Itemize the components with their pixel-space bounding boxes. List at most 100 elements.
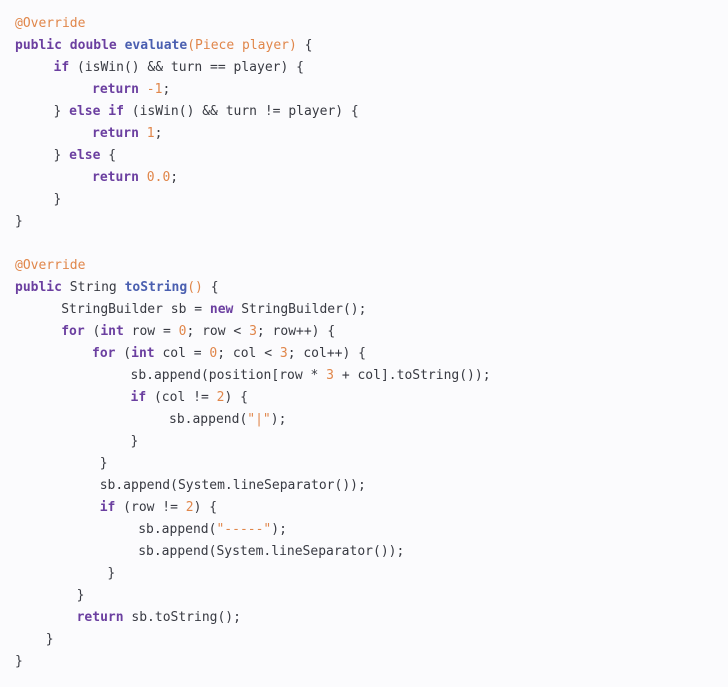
- code-token: );: [271, 522, 287, 537]
- code-line: public double evaluate(Piece player) {: [15, 35, 312, 57]
- code-token: row =: [123, 324, 179, 339]
- code-token: [117, 38, 125, 53]
- code-token: if: [99, 500, 116, 515]
- code-token: return: [92, 126, 139, 141]
- code-line: if (isWin() && turn == player) {: [54, 57, 304, 79]
- code-token: Piece player: [195, 38, 289, 53]
- code-token: }: [53, 104, 70, 119]
- code-token: ; col <: [217, 346, 280, 361]
- code-token: 2: [185, 500, 194, 515]
- code-token: for: [61, 324, 85, 339]
- code-token: (: [84, 324, 101, 339]
- code-token: }: [15, 654, 23, 669]
- code-line: }: [100, 453, 108, 475]
- code-token: [139, 126, 147, 141]
- code-token: if: [53, 60, 70, 75]
- code-token: 2: [216, 390, 225, 405]
- code-token: 0: [178, 324, 187, 339]
- code-token: @Override: [15, 16, 86, 31]
- code-token: -1: [146, 82, 163, 97]
- code-line: }: [15, 211, 23, 233]
- code-token: else: [69, 148, 101, 163]
- code-line: StringBuilder sb = new StringBuilder();: [61, 299, 366, 321]
- code-token: ; row++) {: [256, 324, 336, 339]
- code-token: }: [53, 148, 70, 163]
- code-token: return: [76, 610, 124, 625]
- code-line: return 1;: [92, 123, 162, 145]
- code-token: new: [209, 302, 234, 317]
- code-token: sb.toString();: [123, 610, 241, 625]
- code-line: }: [77, 585, 85, 607]
- code-token: @Override: [15, 258, 86, 273]
- code-token: }: [15, 214, 23, 229]
- code-token: );: [270, 412, 287, 427]
- code-line: return 0.0;: [92, 167, 178, 189]
- code-token: }: [99, 456, 108, 471]
- code-token: }: [53, 192, 62, 207]
- code-token: public: [15, 38, 62, 53]
- code-line: }: [15, 651, 23, 673]
- code-line: @Override: [15, 255, 85, 277]
- code-token: (isWin() && turn == player) {: [69, 60, 304, 75]
- code-token: 0: [209, 346, 218, 361]
- code-line: sb.append(System.lineSeparator());: [100, 475, 366, 497]
- code-token: return: [92, 170, 139, 185]
- code-line: if (row != 2) {: [100, 497, 217, 519]
- code-token: sb.append(System.lineSeparator());: [99, 478, 366, 493]
- code-token: (col !=: [146, 390, 217, 405]
- code-token: ): [288, 38, 297, 53]
- code-token: String: [61, 280, 125, 295]
- code-token: for: [92, 346, 116, 361]
- code-line: return sb.toString();: [77, 607, 241, 629]
- code-line: }: [107, 563, 115, 585]
- code-token: double: [69, 38, 117, 53]
- code-token: evaluate: [124, 38, 188, 53]
- code-token: [139, 170, 147, 185]
- code-token: 3: [326, 368, 334, 383]
- code-line: sb.append("-----");: [138, 519, 287, 541]
- code-line: }: [131, 431, 139, 453]
- code-token: return: [92, 82, 139, 97]
- code-line: } else {: [54, 145, 117, 167]
- code-token: 0.0: [146, 170, 171, 185]
- code-token: int: [100, 324, 124, 339]
- code-line: @Override: [15, 13, 85, 35]
- code-token: sb.append(: [169, 412, 248, 427]
- code-line: for (int col = 0; col < 3; col++) {: [92, 343, 366, 365]
- code-token: ; row <: [186, 324, 250, 339]
- code-token: int: [131, 346, 155, 361]
- code-token: else: [69, 104, 101, 119]
- code-line: sb.append(System.lineSeparator());: [138, 541, 404, 563]
- code-token: ;: [162, 82, 171, 97]
- code-line: }: [46, 629, 54, 651]
- code-token: public: [15, 280, 62, 295]
- code-token: {: [296, 38, 313, 53]
- code-token: (isWin() && turn != player) {: [123, 104, 359, 119]
- code-token: "-----": [216, 522, 272, 537]
- code-token: {: [100, 148, 117, 163]
- code-token: (: [187, 38, 196, 53]
- code-token: StringBuilder();: [233, 302, 367, 317]
- code-token: if: [108, 104, 124, 119]
- code-token: (: [115, 346, 132, 361]
- code-token: + col].toString());: [334, 368, 491, 383]
- code-token: 3: [249, 324, 257, 339]
- code-token: if: [130, 390, 147, 405]
- code-token: ) {: [193, 500, 218, 515]
- code-line: return -1;: [92, 79, 170, 101]
- code-line: } else if (isWin() && turn != player) {: [54, 101, 359, 123]
- code-line: sb.append("|");: [169, 409, 286, 431]
- code-token: (row !=: [115, 500, 186, 515]
- code-token: sb.append(: [138, 522, 217, 537]
- code-token: 1: [146, 126, 155, 141]
- code-token: StringBuilder sb =: [61, 302, 210, 317]
- code-token: sb.append(System.lineSeparator());: [138, 544, 405, 559]
- code-token: }: [130, 434, 139, 449]
- code-token: ;: [154, 126, 163, 141]
- code-token: [139, 82, 147, 97]
- code-line: }: [54, 189, 62, 211]
- code-token: "|": [247, 412, 271, 427]
- code-line: if (col != 2) {: [131, 387, 248, 409]
- code-line: for (int row = 0; row < 3; row++) {: [61, 321, 335, 343]
